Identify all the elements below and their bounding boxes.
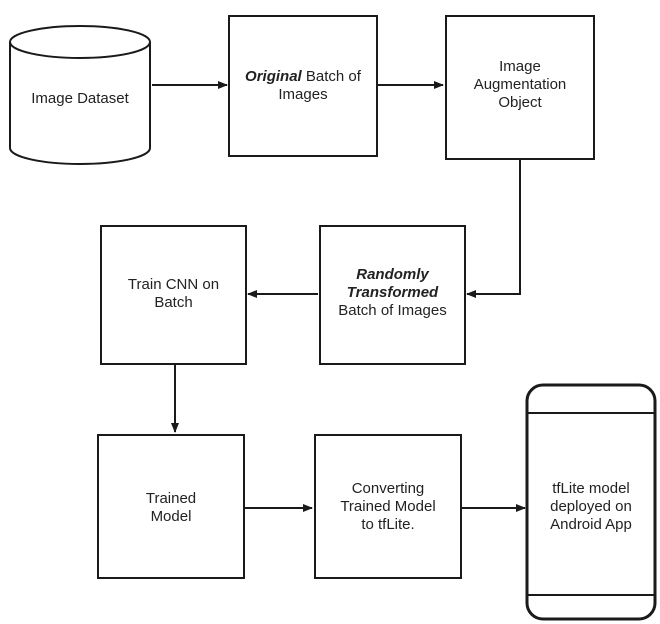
augmentation-line1: Image xyxy=(499,58,541,75)
image-dataset-label: Image Dataset xyxy=(31,90,129,107)
original-batch-box xyxy=(228,15,378,157)
augmentation-box xyxy=(445,15,595,160)
original-rest: Batch of Images xyxy=(278,68,361,103)
trained-model-line1: Trained xyxy=(145,490,197,507)
trained-model-label: Trained Model xyxy=(101,490,241,526)
tflite-app-line2: deployed on xyxy=(550,498,632,515)
converting-box xyxy=(314,434,462,579)
augmentation-line3: Object xyxy=(498,94,542,111)
android-phone-frame xyxy=(525,383,657,621)
transformed-line2: Transformed xyxy=(346,284,439,301)
converting-line1: Converting xyxy=(351,480,425,497)
transformed-batch-label: Randomly Transformed Batch of Images xyxy=(323,266,462,320)
train-cnn-box xyxy=(100,225,247,365)
arrow-augmentation-to-transformed xyxy=(466,160,521,298)
converting-line3: to tfLite. xyxy=(361,516,415,533)
transformed-line3: Batch of Images xyxy=(338,302,447,319)
converting-line2: Trained Model xyxy=(340,498,436,515)
tflite-app-label: tfLite model deployed on Android App xyxy=(531,480,651,534)
original-emphasis: Original xyxy=(245,68,302,85)
augmentation-line2: Augmentation xyxy=(473,76,567,93)
original-batch-label: Original Batch of Images xyxy=(232,68,374,104)
train-cnn-line2: Batch xyxy=(154,294,193,311)
trained-model-box xyxy=(97,434,245,579)
train-cnn-line1: Train CNN on xyxy=(127,276,220,293)
converting-label: Converting Trained Model to tfLite. xyxy=(318,480,458,534)
tflite-app-line1: tfLite model xyxy=(552,480,630,497)
tflite-app-line3: Android App xyxy=(550,516,632,533)
transformed-line1: Randomly xyxy=(356,266,429,283)
augmentation-label: Image Augmentation Object xyxy=(449,58,591,112)
train-cnn-label: Train CNN on Batch xyxy=(104,276,243,312)
image-dataset-cylinder xyxy=(9,25,151,165)
trained-model-line2: Model xyxy=(150,508,192,525)
transformed-batch-box xyxy=(319,225,466,365)
